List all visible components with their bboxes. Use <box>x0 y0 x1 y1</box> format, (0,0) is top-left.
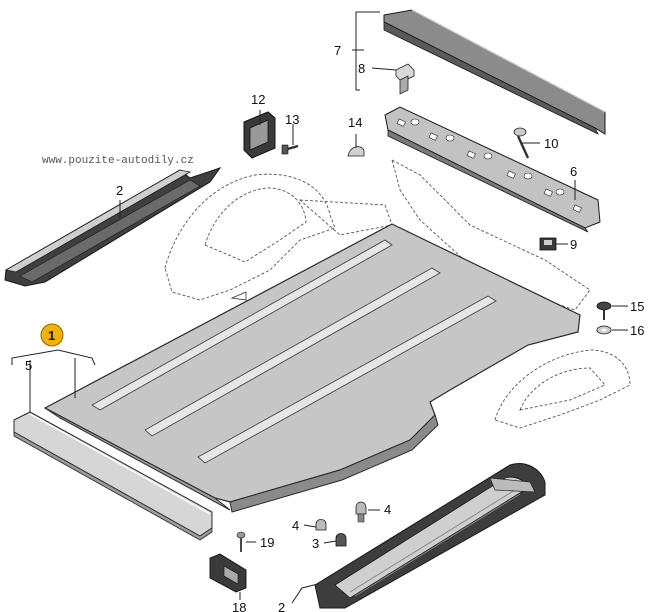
callout-labels: 7 8 12 13 14 10 6 9 15 16 2 5 4 4 3 19 1… <box>25 43 644 612</box>
washer-part-16 <box>596 325 612 335</box>
callout-8: 8 <box>358 61 365 76</box>
callout-6: 6 <box>570 164 577 179</box>
ghost-wheel-arch-left <box>164 173 336 301</box>
callout-3: 3 <box>312 536 319 551</box>
screw-part-15 <box>596 301 612 320</box>
callout-12: 12 <box>251 92 265 107</box>
callout-16: 16 <box>630 323 644 338</box>
callout-19: 19 <box>260 535 274 550</box>
callout-9: 9 <box>570 237 577 252</box>
callout-7: 7 <box>334 43 341 58</box>
clip-part-4-upper <box>355 501 367 523</box>
clip-part-4-lower <box>315 519 327 531</box>
nut-part-9 <box>539 237 557 251</box>
callout-4-upper: 4 <box>384 502 391 517</box>
leader-lines <box>11 11 628 604</box>
ghost-floor-extension <box>298 199 393 236</box>
clip-part-14 <box>347 146 365 157</box>
callout-15: 15 <box>630 299 644 314</box>
badge-part-1: 1 <box>40 323 64 347</box>
rear-cross-member-part-7 <box>383 9 606 135</box>
callout-5: 5 <box>25 358 32 373</box>
callout-2-upper: 2 <box>116 183 123 198</box>
ghost-wheel-arch-right <box>494 349 631 429</box>
bolt-part-13 <box>281 144 299 155</box>
reinforcement-rail-part-6 <box>384 106 601 233</box>
watermark-text: www.pouzite-autodily.cz <box>42 155 194 167</box>
callout-13: 13 <box>285 112 299 127</box>
floor-panel-part-1 <box>43 223 581 513</box>
side-sill-left-part-2 <box>4 167 222 287</box>
bracket-part-18 <box>209 553 247 593</box>
screw-part-10 <box>513 127 530 159</box>
badge-label: 1 <box>48 328 55 343</box>
callout-14: 14 <box>348 115 362 130</box>
screw-part-19 <box>236 531 246 552</box>
push-clip-part-8 <box>395 63 415 95</box>
callout-10: 10 <box>544 136 558 151</box>
callout-2-lower: 2 <box>278 600 285 612</box>
side-sill-right-part-2 <box>314 463 546 609</box>
callout-4-lower: 4 <box>292 518 299 533</box>
callout-18: 18 <box>232 600 246 612</box>
bracket-part-12 <box>243 111 276 159</box>
clip-part-3 <box>335 533 347 547</box>
